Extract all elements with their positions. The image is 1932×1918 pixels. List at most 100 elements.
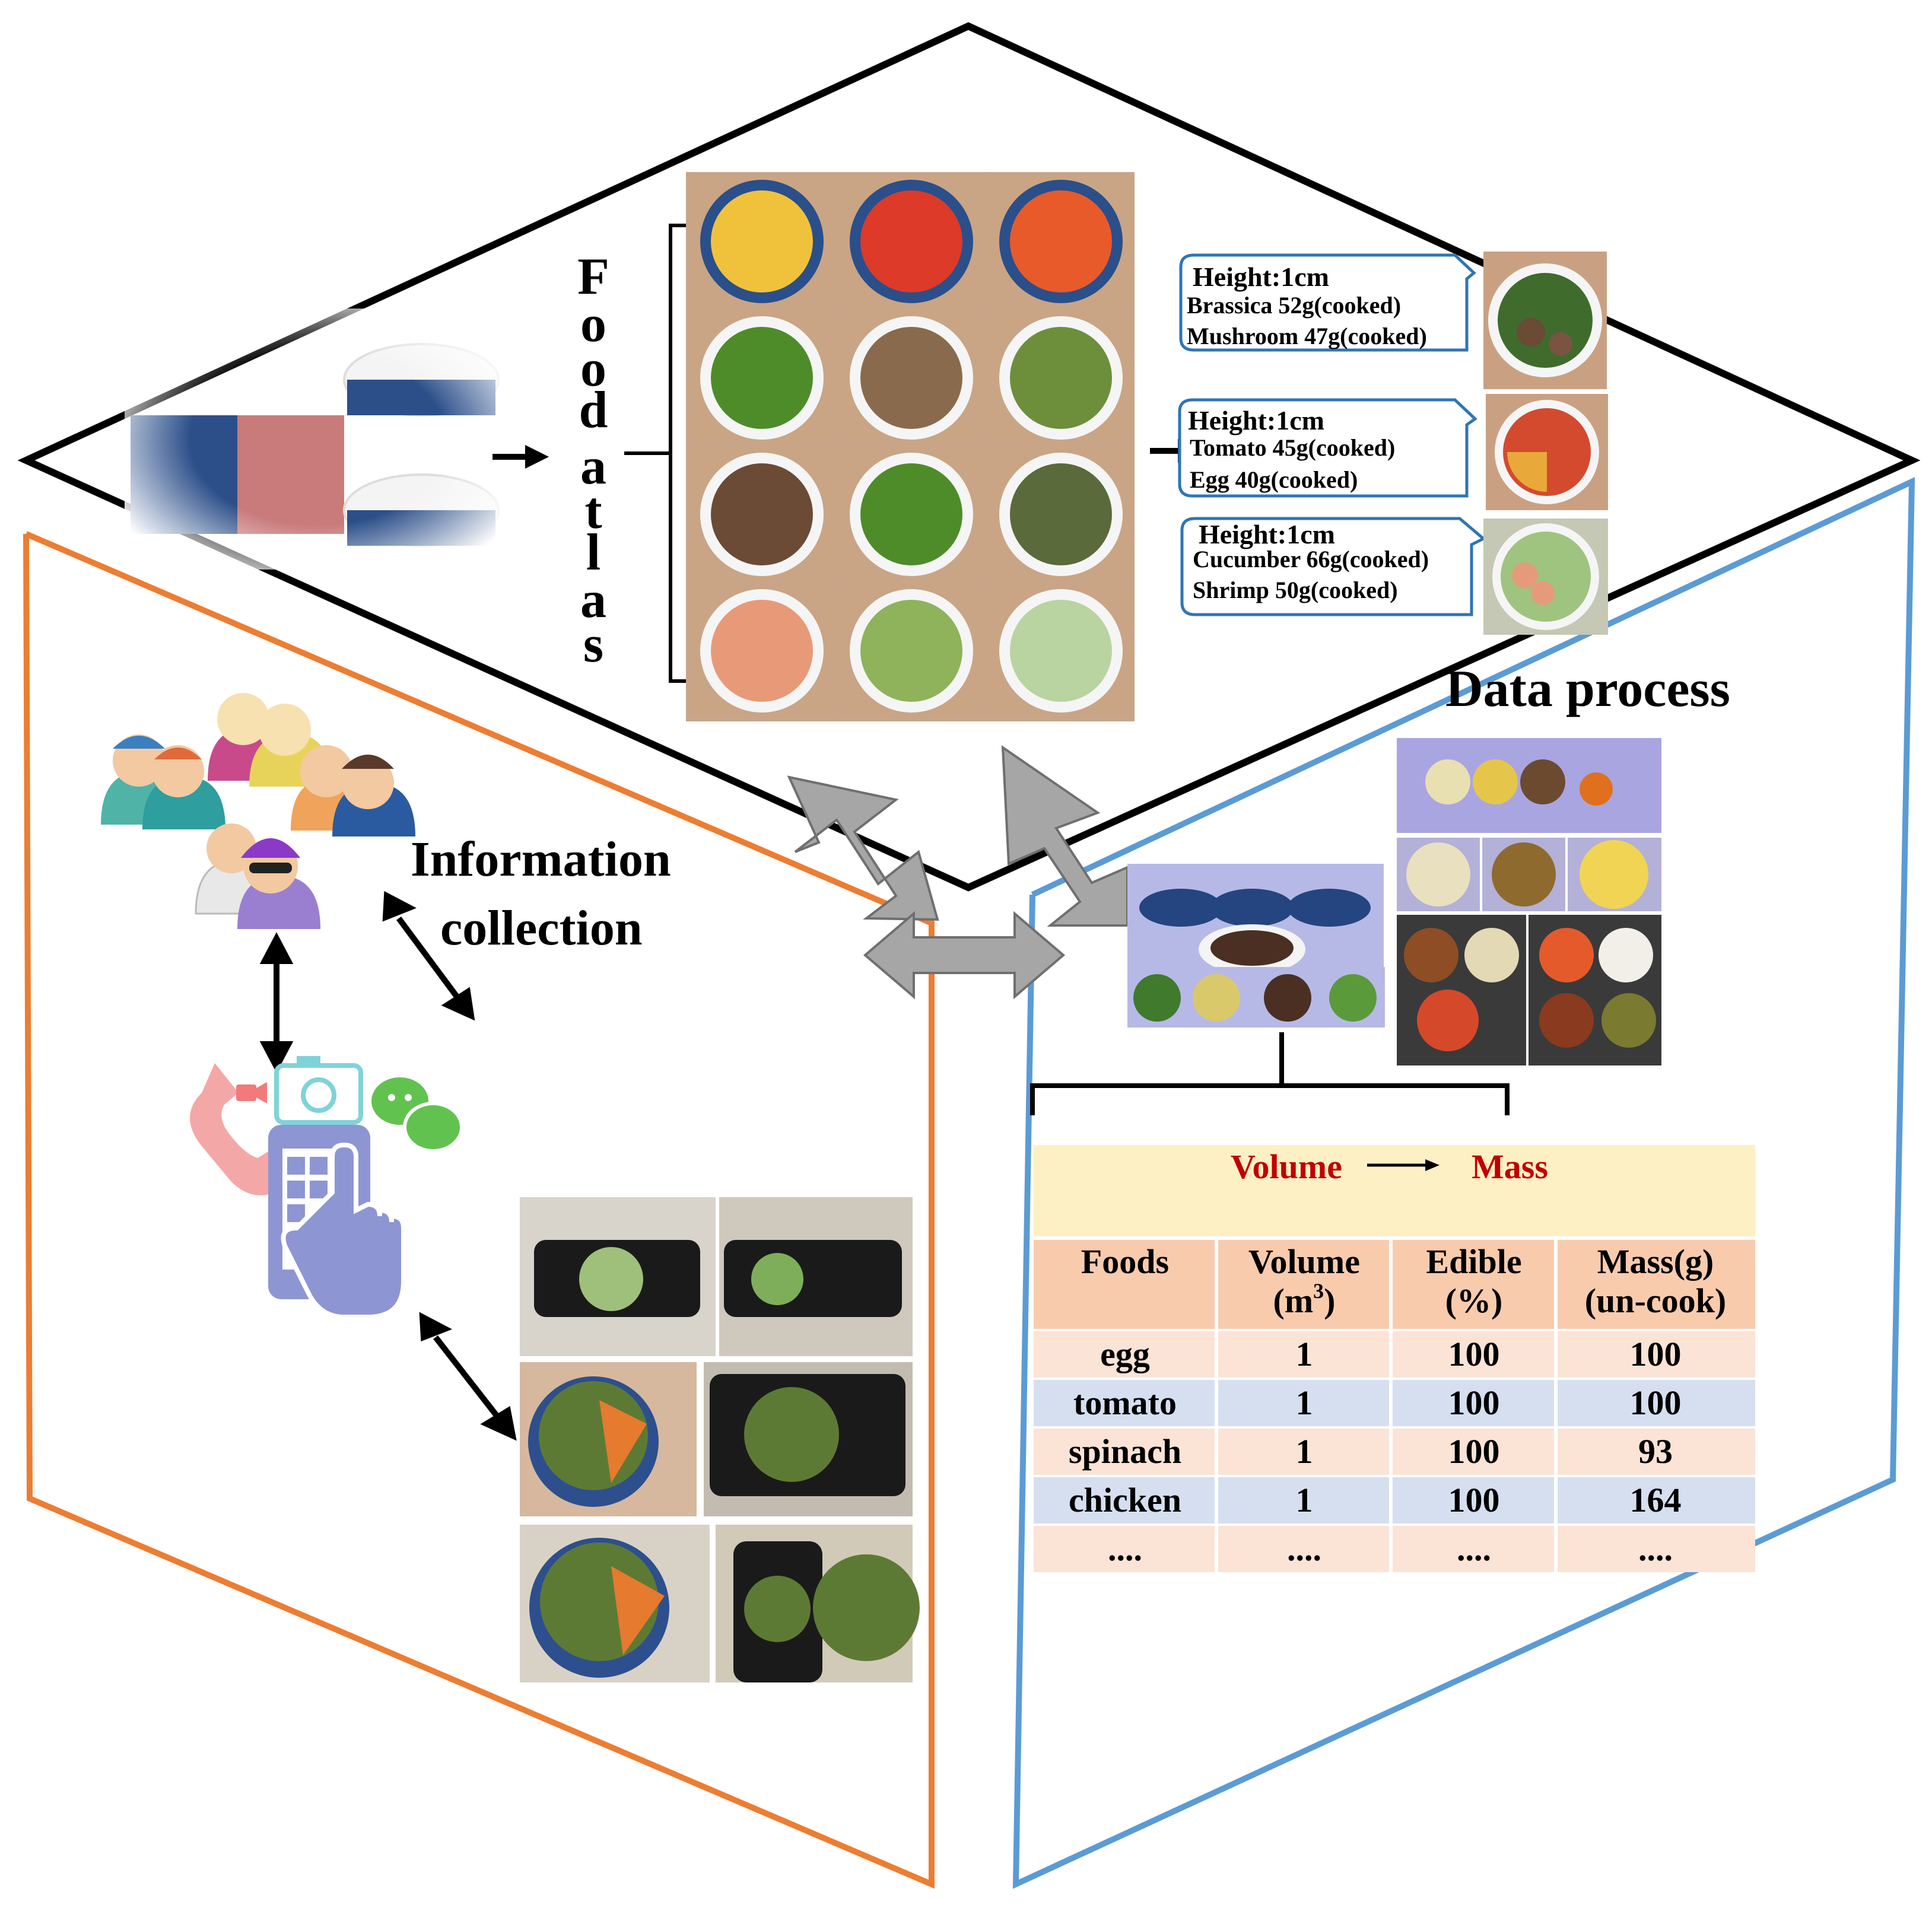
- table-cell: 100: [1630, 1383, 1682, 1422]
- table-cell: ....: [1108, 1529, 1142, 1568]
- atlas-cell: [838, 174, 985, 308]
- camera-icon: [274, 1056, 363, 1125]
- double-arrow-right-diagonal: [1001, 745, 1129, 927]
- atlas-cell: [688, 174, 835, 308]
- table-cell: 100: [1448, 1335, 1500, 1373]
- information-collection-label-line1: Information: [411, 832, 671, 887]
- col-header-edible: Edible: [1426, 1242, 1521, 1281]
- data-photo-collage: [1397, 738, 1661, 1065]
- table-row: [1034, 1526, 1755, 1572]
- table-row: [1034, 1477, 1755, 1523]
- table-grid: [1215, 1240, 1558, 1573]
- double-arrow-left-diagonal: [787, 775, 939, 921]
- information-collection-label-line2: collection: [440, 901, 643, 956]
- arrow-right-icon: [492, 445, 549, 469]
- atlas-cell: [688, 447, 835, 581]
- table-cell: 164: [1630, 1481, 1682, 1519]
- phone-photo-grid: [520, 1197, 920, 1682]
- atlas-letter-9: s: [583, 616, 603, 673]
- table-cell: 1: [1296, 1335, 1313, 1373]
- table-cell: 1: [1296, 1432, 1313, 1471]
- data-bracket: [1030, 1032, 1510, 1115]
- callout-3-line2: Shrimp 50g(cooked): [1193, 577, 1398, 603]
- col-header-foods: Foods: [1081, 1242, 1169, 1281]
- double-arrow-icons: [259, 890, 517, 1441]
- atlas-cell: [838, 584, 985, 718]
- atlas-letter-1: F: [577, 248, 609, 306]
- callout-2-line2: Egg 40g(cooked): [1190, 466, 1358, 493]
- data-process-label: Data process: [1445, 660, 1730, 718]
- atlas-cell: [688, 311, 835, 445]
- volume-mass-table: Volume Mass Foods Volume (m3) Edible (%)…: [1034, 1145, 1755, 1573]
- col-header-mass: Mass(g): [1597, 1242, 1714, 1281]
- callout-bowl-photo-3: [1483, 519, 1608, 635]
- double-arrow-horizontal: [863, 911, 1066, 1000]
- table-cell: 1: [1296, 1481, 1313, 1519]
- table-cell: 100: [1448, 1481, 1500, 1519]
- table-cell: 100: [1630, 1335, 1682, 1373]
- atlas-cell: [987, 447, 1135, 581]
- table-cell: spinach: [1069, 1432, 1181, 1471]
- atlas-letter-2: o: [580, 295, 606, 353]
- atlas-letter-8: a: [580, 571, 606, 629]
- table-cell: 100: [1448, 1432, 1500, 1471]
- chat-bubbles-icon: [371, 1077, 463, 1153]
- table-header-to: Mass: [1472, 1147, 1548, 1186]
- table-cell: ....: [1287, 1529, 1321, 1568]
- callout-1-height: Height:1cm: [1193, 262, 1329, 292]
- callout-bowl-photo-1: [1483, 252, 1607, 389]
- food-atlas-grid: [686, 172, 1135, 721]
- callout-2: Height:1cm Tomato 45g(cooked) Egg 40g(co…: [1178, 398, 1477, 498]
- table-row: [1034, 1331, 1755, 1378]
- table-header-from: Volume: [1231, 1147, 1342, 1186]
- table-cell: ....: [1457, 1529, 1491, 1568]
- atlas-letter-5: a: [580, 438, 606, 495]
- table-cell: 93: [1638, 1432, 1673, 1471]
- atlas-letter-3: o: [580, 340, 606, 397]
- data-photo-strip: [1127, 967, 1385, 1028]
- callout-3-height: Height:1cm: [1199, 519, 1335, 549]
- smartphone-touch-icon: [268, 1125, 406, 1319]
- atlas-cell: [688, 584, 835, 718]
- atlas-letter-4: d: [579, 381, 608, 439]
- table-row: [1034, 1380, 1755, 1426]
- right-face-outline: [1012, 477, 1915, 1889]
- atlas-cell: [987, 311, 1135, 445]
- table-body: egg 1 100 100 tomato 1 100 100 spinach 1 100 93 chic…: [1034, 1331, 1755, 1572]
- col-header-volume: Volume: [1248, 1242, 1360, 1281]
- data-photo-table-scene: [1127, 864, 1384, 982]
- atlas-cell: [987, 174, 1135, 308]
- atlas-bracket: [624, 224, 688, 683]
- table-cell: 1: [1296, 1383, 1313, 1422]
- callout-1: Height:1cm Brassica 52g(cooked) Mushroom…: [1179, 253, 1476, 352]
- col-header-mass-unit: (un-cook): [1585, 1281, 1726, 1320]
- table-cell: 100: [1448, 1383, 1500, 1422]
- atlas-cell: [838, 447, 985, 581]
- col-header-edible-unit: (%): [1445, 1281, 1503, 1320]
- callout-1-line2: Mushroom 47g(cooked): [1187, 323, 1427, 349]
- atlas-cell: [987, 584, 1135, 718]
- atlas-letter-6: t: [584, 482, 602, 540]
- callout-1-line1: Brassica 52g(cooked): [1187, 292, 1401, 319]
- table-cell: ....: [1638, 1529, 1673, 1568]
- callout-3-line1: Cucumber 66g(cooked): [1193, 546, 1429, 572]
- gray-arrows: [787, 745, 1129, 1000]
- table-cell: tomato: [1073, 1383, 1177, 1422]
- table-column-header-row: [1034, 1240, 1755, 1329]
- table-cell: egg: [1100, 1335, 1150, 1373]
- table-row: [1034, 1429, 1755, 1475]
- table-cell: chicken: [1069, 1481, 1181, 1519]
- callout-2-height: Height:1cm: [1188, 405, 1324, 435]
- callout-3: Height:1cm Cucumber 66g(cooked) Shrimp 5…: [1180, 517, 1486, 616]
- food-atlas-label: F o o d a t l a s: [577, 248, 609, 673]
- table-header-band: [1034, 1145, 1755, 1236]
- col-header-volume-unit: (m3): [1273, 1279, 1336, 1320]
- people-group-icon: [101, 693, 415, 929]
- bowls-photo: [125, 308, 510, 570]
- atlas-letter-7: l: [586, 524, 600, 581]
- callout-bowl-photo-2: [1486, 394, 1608, 510]
- callout-2-line1: Tomato 45g(cooked): [1190, 434, 1395, 461]
- atlas-cell: [838, 311, 985, 445]
- arrow-right-icon: [1367, 1159, 1440, 1171]
